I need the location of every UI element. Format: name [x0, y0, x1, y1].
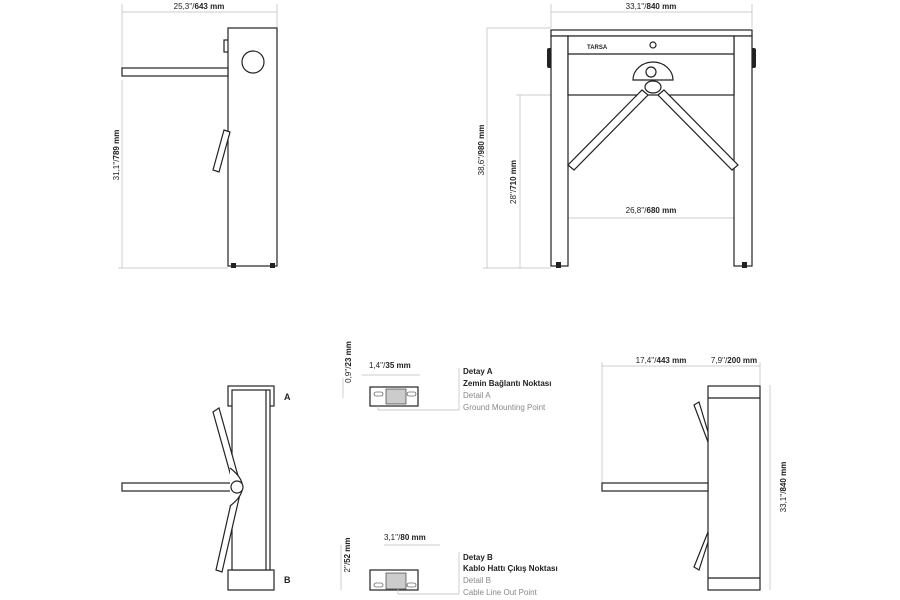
front-view: 33,1''/840 mm 38,6''/980 mm 28''/710 mm …	[477, 2, 756, 269]
passage-height-dimension: 28''/710 mm	[509, 160, 518, 204]
hub	[230, 480, 244, 494]
top-cover	[550, 29, 753, 37]
arm	[693, 401, 709, 443]
arm	[567, 89, 649, 171]
detail-b-height: 2''/52 mm	[343, 537, 352, 572]
detail-a-subtitle-en: Ground Mounting Point	[463, 403, 546, 412]
detail-a-height: 0,9''/23 mm	[344, 341, 353, 383]
length-dimension: 33,1''/840 mm	[779, 462, 788, 513]
arm	[121, 482, 236, 492]
detail-b-title-tr: Detay B	[463, 553, 493, 562]
detail-b-title-en: Detail B	[463, 576, 491, 585]
hub	[644, 80, 662, 94]
reader-icon	[649, 41, 657, 49]
bracket-b	[227, 569, 275, 591]
detail-a-title-tr: Detay A	[463, 367, 493, 376]
detail-a-title-en: Detail A	[463, 391, 491, 400]
arm	[693, 531, 709, 571]
width-dimension: 25,3''/643 mm	[174, 2, 225, 11]
height-dimension: 31,1''/789 mm	[112, 130, 121, 181]
tarsa-logo: TARSA	[587, 45, 608, 51]
passage-width-dimension: 26,8''/680 mm	[626, 206, 677, 215]
label-b: B	[284, 575, 291, 585]
plan-view: 17,4''/443 mm 7,9''/200 mm 33,1''/840 mm	[601, 356, 788, 591]
left-leg	[550, 35, 569, 267]
arm-length-dimension: 17,4''/443 mm	[636, 356, 687, 365]
body-width-dimension: 7,9''/200 mm	[711, 356, 757, 365]
top-view: A B	[121, 385, 291, 591]
detail-a-subtitle-tr: Zemin Bağlantı Noktası	[463, 379, 551, 388]
right-leg	[733, 35, 753, 267]
hub-circle	[241, 50, 265, 74]
detail-b-width: 3,1''/80 mm	[384, 533, 426, 542]
side-view: 25,3''/643 mm 31,1''/789 mm	[112, 2, 278, 269]
detail-b-subtitle-en: Cable Line Out Point	[463, 588, 538, 597]
detail-a-width: 1,4''/35 mm	[369, 361, 411, 370]
height-dimension: 38,6''/980 mm	[477, 125, 486, 176]
arm	[601, 482, 709, 492]
turnstile-body	[231, 389, 271, 571]
label-a: A	[284, 392, 291, 402]
width-dimension: 33,1''/840 mm	[626, 2, 677, 11]
turnstile-body	[707, 385, 761, 591]
arm	[121, 67, 229, 77]
detail-a: 0,9''/23 mm 1,4''/35 mm Detay A Zemin Ba…	[342, 341, 551, 412]
detail-b: 2''/52 mm 3,1''/80 mm Detay B Kablo Hatt…	[340, 533, 558, 597]
arm	[657, 89, 739, 171]
arm	[212, 129, 231, 173]
detail-b-subtitle-tr: Kablo Hattı Çıkış Noktası	[463, 564, 558, 573]
